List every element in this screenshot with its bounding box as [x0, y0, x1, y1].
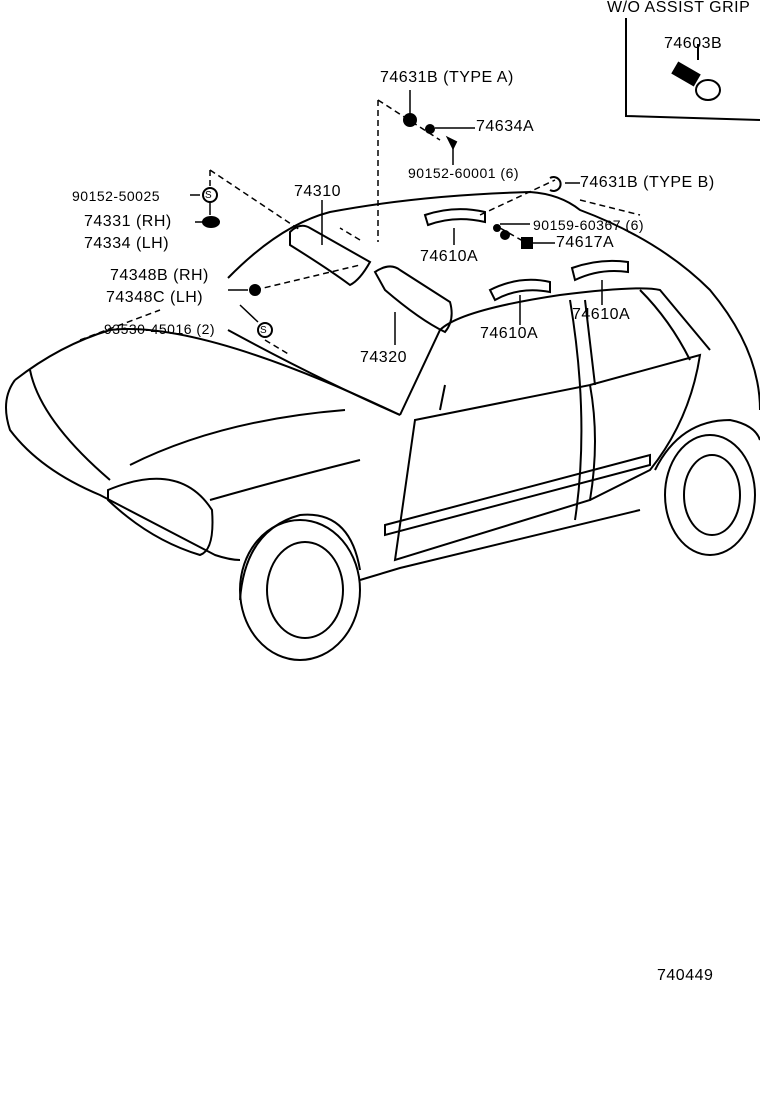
assist-grip-74610a-3-icon: [570, 259, 629, 282]
part-74348b-rh: 74348B (RH): [110, 267, 209, 284]
clip-74631b-b-icon: [549, 176, 562, 192]
part-90152-60001: 90152-60001 (6): [408, 165, 520, 181]
part-74610a-2: 74610A: [480, 325, 539, 342]
clip-74603b-icon: [671, 61, 721, 101]
assist-grip-74610a-2-icon: [488, 278, 551, 302]
front-door: [393, 383, 596, 562]
part-74334-lh: 74334 (LH): [84, 235, 170, 252]
sun-visor-74320: [373, 265, 453, 334]
part-74617a: 74617A: [556, 234, 615, 251]
rear-wheel: [664, 434, 756, 556]
part-74348c-lh: 74348C (LH): [106, 289, 204, 306]
rear-door: [589, 353, 702, 501]
part-74610a-3: 74610A: [572, 306, 631, 323]
side-molding: [384, 453, 651, 537]
roof-line: [227, 190, 760, 411]
bracket-74348-icon: [249, 284, 261, 296]
screw-symbol-icon: [257, 322, 273, 338]
diagram-id: 740449: [657, 967, 714, 984]
part-74634a: 74634A: [476, 118, 535, 135]
part-74331-rh: 74331 (RH): [84, 213, 172, 230]
part-90152-50025: 90152-50025: [72, 188, 161, 204]
part-74610a-1: 74610A: [420, 248, 479, 265]
part-90159-60367: 90159-60367 (6): [533, 217, 645, 233]
holder-74331-icon: [202, 216, 220, 228]
sun-visor-74310: [289, 224, 372, 287]
inset-title: W/O ASSIST GRIP: [607, 0, 751, 16]
screw-symbol-label: S: [260, 325, 268, 336]
part-74603b: 74603B: [664, 35, 723, 52]
clip-74631b-a-icon: [403, 113, 417, 127]
screw-symbol-icon: [202, 187, 218, 203]
part-74310: 74310: [294, 183, 341, 200]
part-74320: 74320: [360, 349, 407, 366]
cap-74634a-icon: [425, 124, 435, 134]
front-wheel: [239, 519, 361, 661]
screw-symbol-label: S: [205, 190, 213, 201]
assist-grip-74610a-1-icon: [423, 208, 486, 227]
screw-90152-60001-icon: [445, 135, 458, 151]
part-74631b-type-a: 74631B (TYPE A): [380, 69, 514, 86]
inset-box: [625, 18, 760, 121]
clip-74617a-icon: [521, 237, 533, 249]
part-74631b-type-b: 74631B (TYPE B): [580, 174, 715, 191]
headlight: [107, 477, 214, 557]
part-93530-45016: 93530-45016 (2): [104, 321, 216, 337]
